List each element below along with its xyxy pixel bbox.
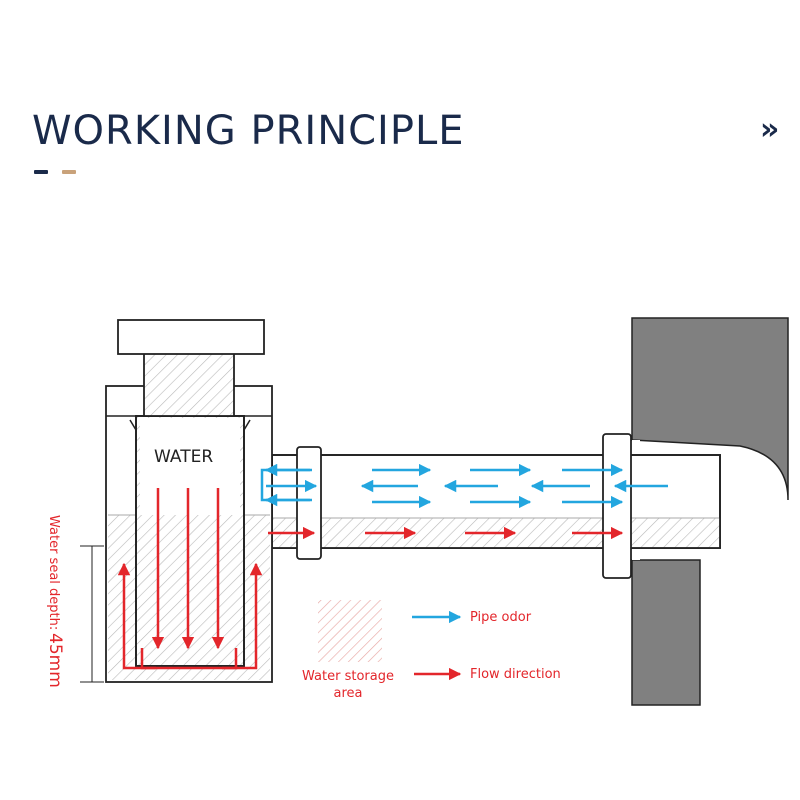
next-arrow-icon[interactable]: » [760,112,780,147]
trap-body [105,319,273,683]
legend: Pipe odor Flow direction Water storage a… [302,600,561,701]
water-storage-swatch [318,600,382,662]
seal-depth-label: Water seal depth: [46,515,61,630]
legend-flow-direction: Flow direction [470,667,561,682]
flow-arrows-trap [117,488,263,670]
odor-arrows [260,463,668,509]
page-title: WORKING PRINCIPLE [32,108,465,154]
legend-pipe-odor: Pipe odor [470,610,532,625]
accent-dash-navy [34,170,48,174]
seal-depth-value: 45mm [45,633,65,688]
accent-dash-tan [62,170,76,174]
seal-depth-dimension [80,545,104,683]
legend-water-storage-line1: Water storage [302,669,394,684]
water-label: WATER [154,447,213,467]
legend-water-storage-line2: area [334,686,363,701]
